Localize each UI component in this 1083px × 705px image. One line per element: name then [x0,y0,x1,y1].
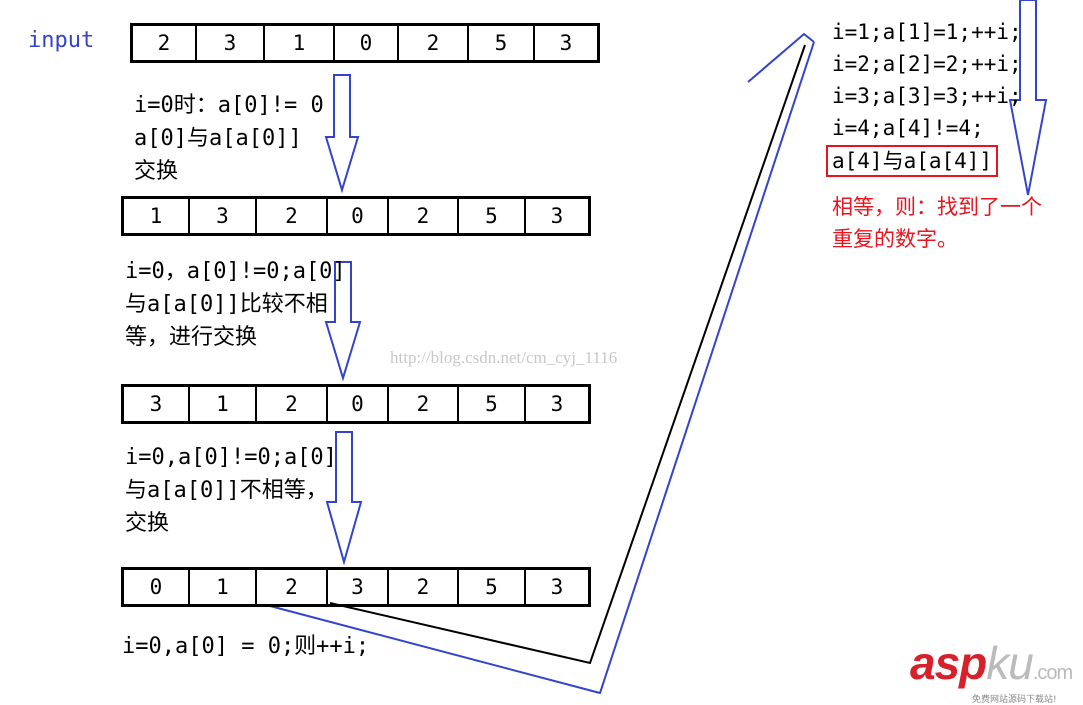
array-row-2: 1 3 2 0 2 5 3 [121,196,591,236]
array-cell: 0 [149,575,163,599]
array-cell: 2 [387,199,457,233]
return-path-inner [329,44,806,665]
step-note-3: i=0,a[0]!=0;a[0] 与a[a[0]]不相等， 交换 [125,441,337,540]
return-path-outer [269,41,815,695]
array-cell: 3 [195,26,263,60]
step-note-4: i=0,a[0] = 0;则++i; [122,630,369,663]
conclusion-line: 重复的数字。 [832,227,958,251]
step-line: 交换 [134,159,179,184]
array-cell: 0 [326,199,387,233]
array-row-4: 0 1 2 3 2 5 3 [121,567,591,607]
right-step-line: i=1;a[1]=1;++i; [832,20,1022,44]
array-cell: 1 [263,26,333,60]
logo-com: .com [1032,662,1073,684]
array-cell: 5 [457,570,524,604]
step-line: i=0,a[0] = 0;则++i; [122,634,370,659]
conclusion-line: 相等，则：找到了一个 [832,195,1042,219]
array-row-1: 2 3 1 0 2 5 3 [130,23,600,63]
watermark-url: http://blog.csdn.net/cm_cyj_1116 [390,348,618,367]
array-cell: 2 [397,26,467,60]
input-label: input [28,28,95,53]
conclusion-note: 相等，则：找到了一个 重复的数字。 [832,191,1042,255]
right-steps: i=1;a[1]=1;++i; i=2;a[2]=2;++i; i=3;a[3]… [826,16,1022,177]
array-cell: 2 [255,387,326,421]
array-cell: 0 [326,387,387,421]
down-arrow-4 [1008,0,1048,196]
array-cell: 3 [524,387,588,421]
step-line: i=0时：a[0]!= 0 [134,93,324,118]
right-step-line: i=3;a[3]=3;++i; [832,84,1022,108]
array-cell: 3 [149,392,163,416]
logo-asp: asp [910,637,987,689]
array-cell: 3 [326,570,387,604]
array-cell: 2 [387,570,457,604]
return-arrowhead [747,32,815,83]
step-line: 与a[a[0]]比较不相 [125,292,328,317]
array-cell: 2 [157,31,171,55]
array-cell: 1 [149,204,163,228]
array-cell: 3 [524,570,588,604]
array-cell: 3 [188,199,255,233]
array-cell: 3 [533,26,597,60]
site-logo: aspku.com 免费网站源码下载站! [910,637,1073,705]
step-line: 交换 [125,511,170,536]
array-row-3: 3 1 2 0 2 5 3 [121,384,591,424]
right-step-line: i=2;a[2]=2;++i; [832,52,1022,76]
array-cell: 5 [457,199,524,233]
logo-subtitle: 免费网站源码下载站! [972,695,1057,705]
array-cell: 1 [188,387,255,421]
step-note-1: i=0时：a[0]!= 0 a[0]与a[a[0]] 交换 [134,89,324,188]
array-cell: 5 [467,26,533,60]
logo-ku: ku [986,637,1034,689]
down-arrow-3 [325,431,363,566]
step-line: a[0]与a[a[0]] [134,126,302,151]
array-cell: 0 [333,26,397,60]
highlight-box: a[4]与a[a[4]] [826,145,999,177]
array-cell: 5 [457,387,524,421]
array-cell: 2 [255,570,326,604]
step-line: 等，进行交换 [125,325,258,350]
array-cell: 2 [387,387,457,421]
array-cell: 2 [255,199,326,233]
down-arrow-2 [324,261,362,382]
step-line: 与a[a[0]]不相等， [125,478,328,503]
array-cell: 3 [524,199,588,233]
step-line: i=0,a[0]!=0;a[0] [125,445,337,470]
right-step-line: i=4;a[4]!=4; [832,116,984,140]
down-arrow-1 [324,74,360,194]
array-cell: 1 [188,570,255,604]
step-line: i=0，a[0]!=0;a[0] [125,259,346,284]
step-note-2: i=0，a[0]!=0;a[0] 与a[a[0]]比较不相 等，进行交换 [125,255,346,354]
